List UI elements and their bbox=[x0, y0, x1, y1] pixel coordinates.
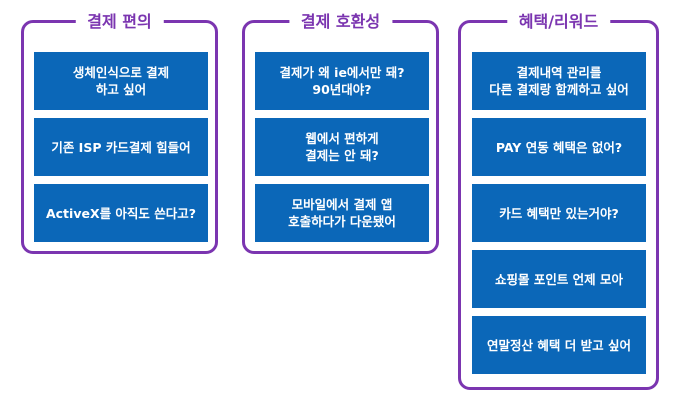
group-payment-compatibility: 결제 호환성 결제가 왜 ie에서만 돼? 90년대야? 웹에서 편하게 결제는… bbox=[242, 11, 439, 254]
card-isp-payment[interactable]: 기존 ISP 카드결제 힘들어 bbox=[34, 118, 208, 176]
card-card-benefits[interactable]: 카드 혜택만 있는거야? bbox=[472, 184, 646, 242]
group-title: 결제 호환성 bbox=[288, 11, 393, 33]
card-ie-only[interactable]: 결제가 왜 ie에서만 돼? 90년대야? bbox=[255, 52, 429, 110]
group-payment-convenience: 결제 편의 생체인식으로 결제 하고 싶어 기존 ISP 카드결제 힘들어 Ac… bbox=[21, 11, 218, 254]
card-mobile-crash[interactable]: 모바일에서 결제 앱 호출하다가 다운됐어 bbox=[255, 184, 429, 242]
card-biometric-payment[interactable]: 생체인식으로 결제 하고 싶어 bbox=[34, 52, 208, 110]
card-shopping-points[interactable]: 쇼핑몰 포인트 언제 모아 bbox=[472, 250, 646, 308]
card-activex[interactable]: ActiveX를 아직도 쓴다고? bbox=[34, 184, 208, 242]
card-tax-benefits[interactable]: 연말정산 혜택 더 받고 싶어 bbox=[472, 316, 646, 374]
card-web-payment[interactable]: 웹에서 편하게 결제는 안 돼? bbox=[255, 118, 429, 176]
card-payment-history[interactable]: 결제내역 관리를 다른 결제랑 함께하고 싶어 bbox=[472, 52, 646, 110]
group-benefits-rewards: 혜택/리워드 결제내역 관리를 다른 결제랑 함께하고 싶어 PAY 연동 혜택… bbox=[458, 11, 659, 390]
group-title: 혜택/리워드 bbox=[506, 11, 611, 33]
card-pay-benefits[interactable]: PAY 연동 혜택은 없어? bbox=[472, 118, 646, 176]
group-title: 결제 편의 bbox=[75, 11, 164, 33]
